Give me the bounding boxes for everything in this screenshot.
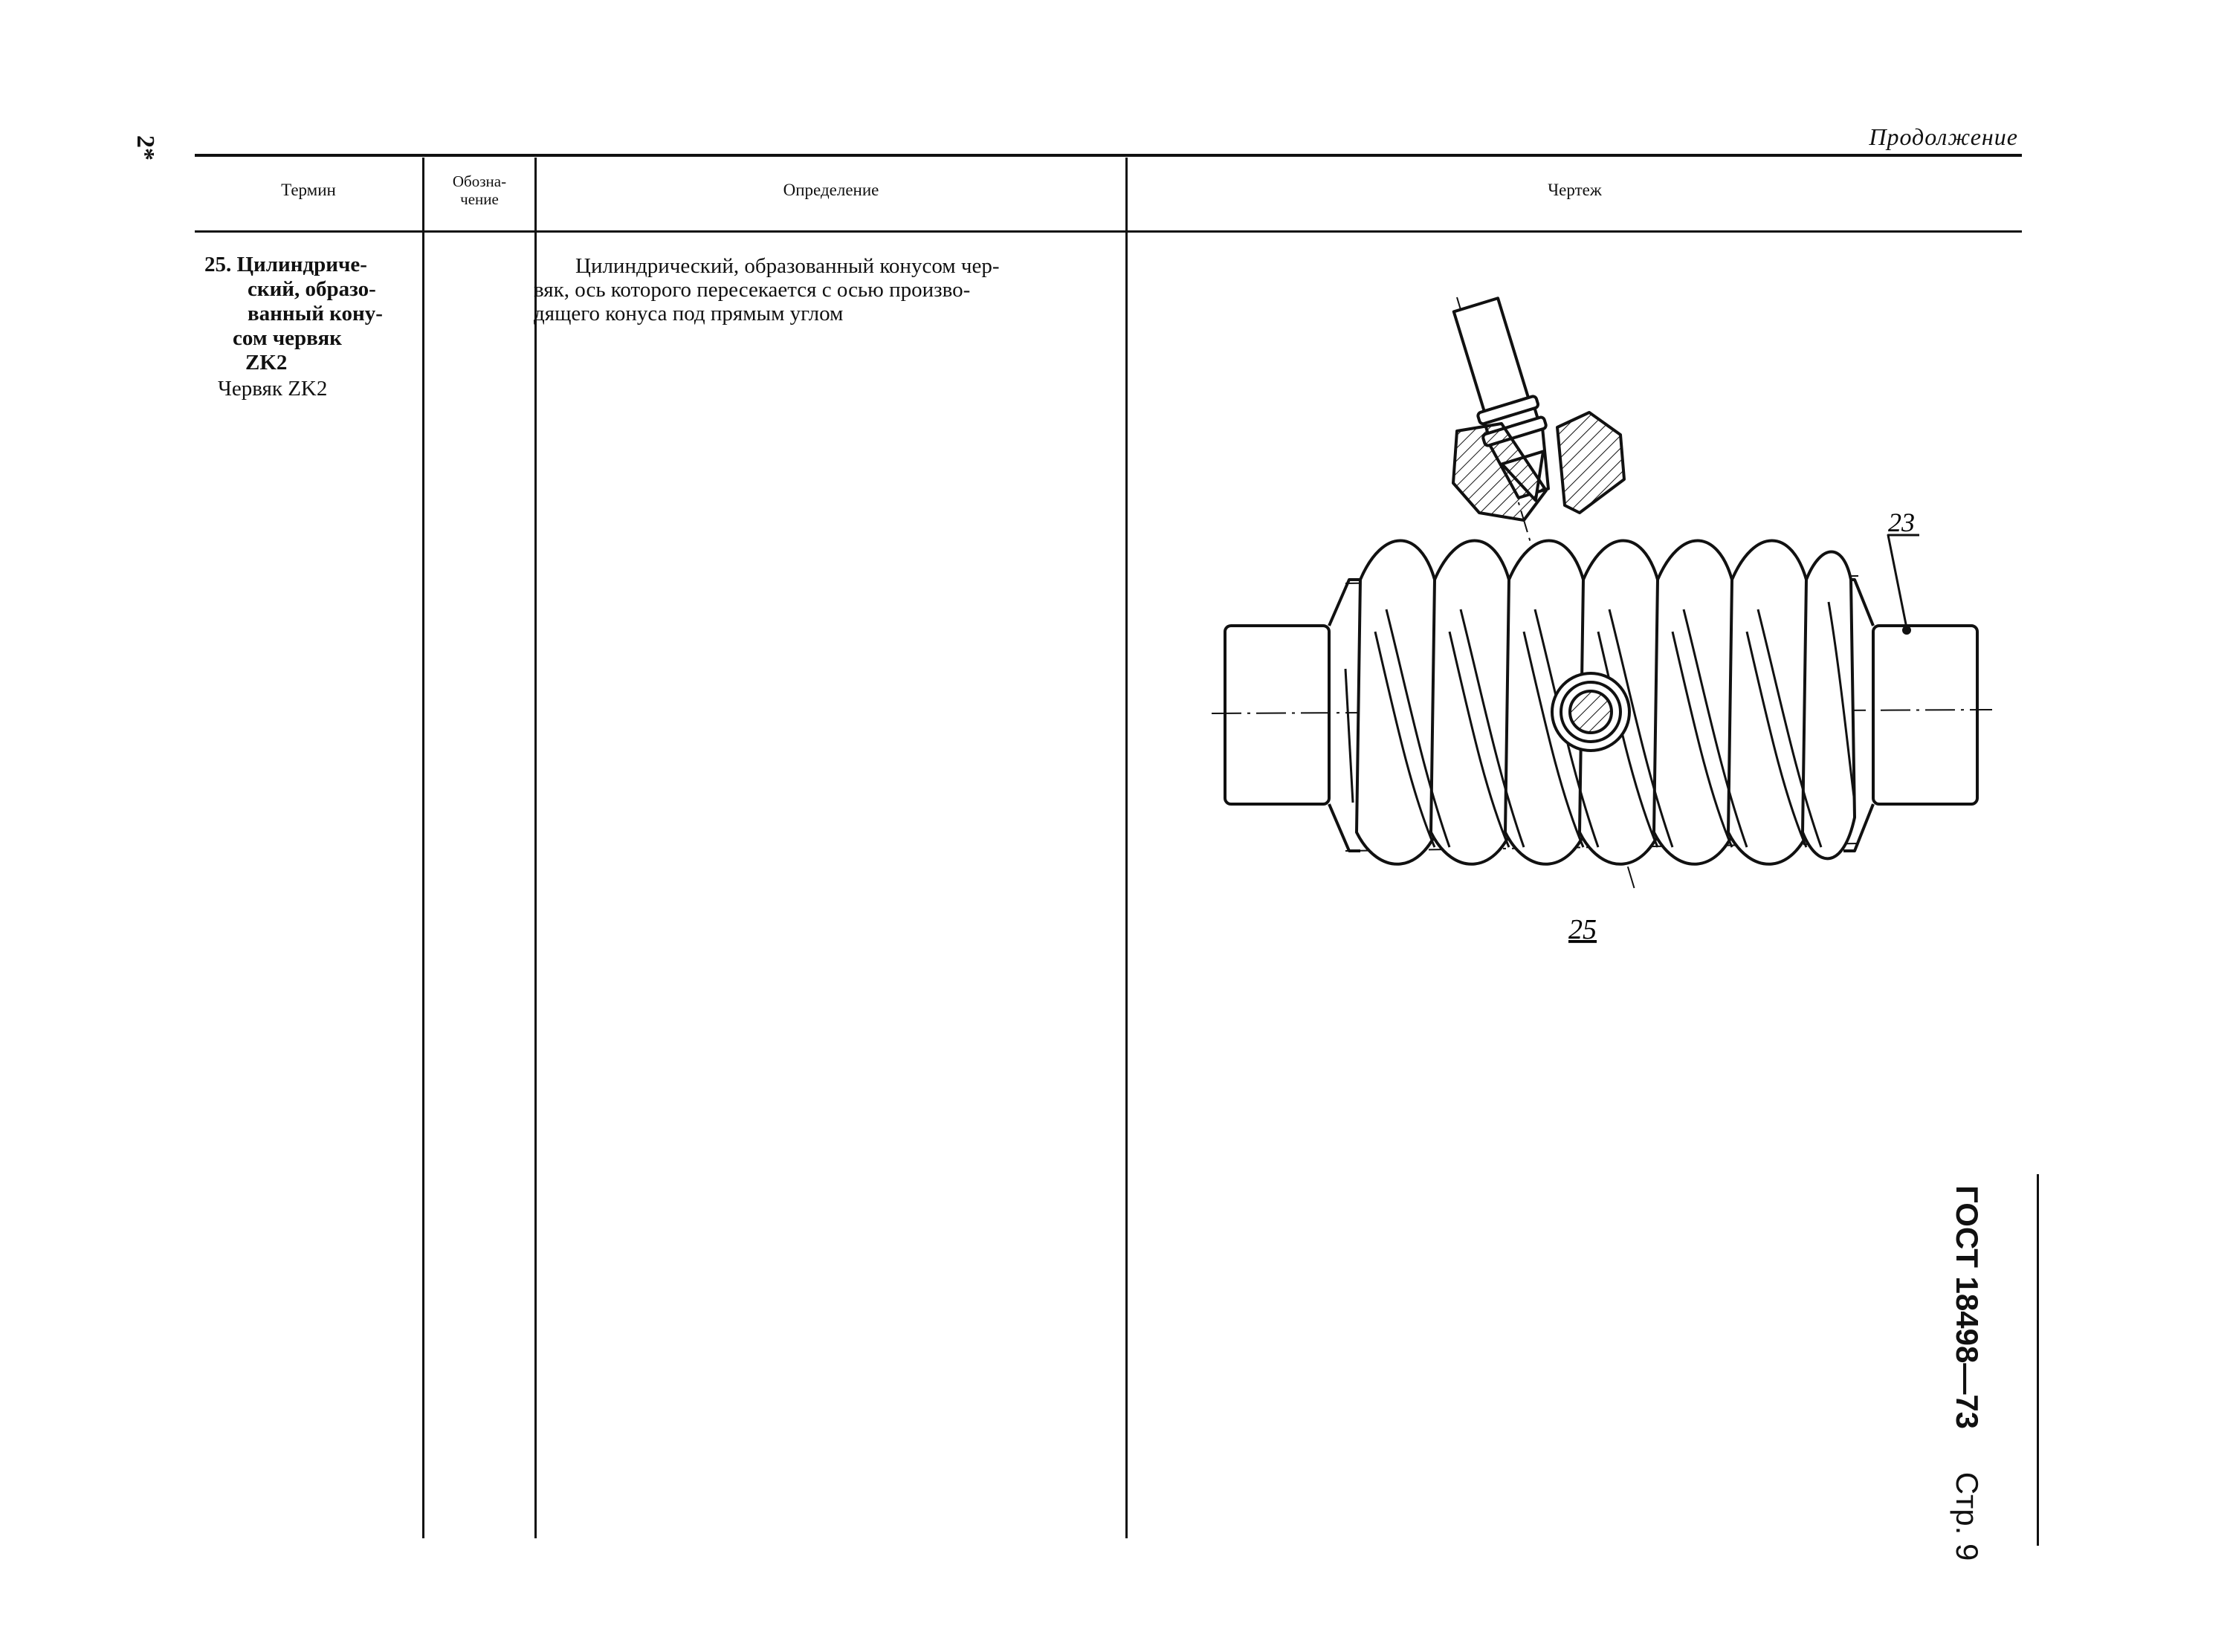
header-designation-line1: Обозна-	[452, 172, 507, 190]
term-line-4: сом червяк	[233, 326, 342, 350]
definition-line-3: дящего конуса под прямым углом	[534, 302, 844, 325]
worm-drawing: 23 25	[1211, 297, 1993, 945]
tool-holder-left	[1452, 422, 1548, 522]
definition-cell: Цилиндрический, образованный конусом чер…	[534, 254, 1114, 325]
callout-23: 23	[1888, 508, 1915, 537]
header-drawing: Чертеж	[1548, 181, 1602, 199]
header-term: Термин	[281, 181, 336, 199]
sheet-mark: 2*	[132, 135, 159, 161]
term-line-2: ский, образо-	[248, 277, 376, 301]
term-line-3: ванный кону-	[248, 302, 383, 325]
term-cell: 25. Цилиндриче- ский, образо- ванный кон…	[190, 253, 390, 401]
term-line-5: ZK2	[245, 351, 288, 375]
column-divider-3	[1125, 158, 1128, 1538]
column-divider-2	[534, 158, 537, 1538]
definition-line-1: Цилиндрический, образованный конусом чер…	[575, 254, 1000, 278]
tool-section-marker	[1551, 672, 1631, 752]
page-label: Стр. 9	[1950, 1471, 1985, 1561]
header-definition: Определение	[783, 181, 879, 199]
definition-line-2: вяк, ось которого пересекается с осью пр…	[534, 278, 971, 302]
term-alternative: Червяк ZK2	[218, 377, 328, 401]
header-designation: Обозна- чение	[424, 172, 534, 208]
shaft-left-end	[1224, 624, 1331, 806]
callout-23-leader	[1887, 534, 1919, 629]
column-divider-1	[422, 158, 424, 1538]
worm-axis	[1211, 709, 1993, 714]
footer-rule	[2037, 1174, 2039, 1546]
standard-footer: ГОСТ 18498—73 Стр. 9	[1940, 1185, 1985, 1561]
tool-holder-right	[1556, 411, 1626, 514]
standard-code: ГОСТ 18498—73	[1950, 1185, 1985, 1430]
header-bottom-rule	[195, 230, 2022, 233]
table-top-rule	[195, 154, 2022, 157]
figure-label: 25	[1568, 914, 1597, 945]
header-designation-line2: чение	[460, 190, 499, 208]
continuation-label: Продолжение	[1869, 123, 2018, 150]
term-line-1: 25. Цилиндриче-	[204, 253, 367, 276]
shaft-right-end	[1872, 624, 1979, 806]
